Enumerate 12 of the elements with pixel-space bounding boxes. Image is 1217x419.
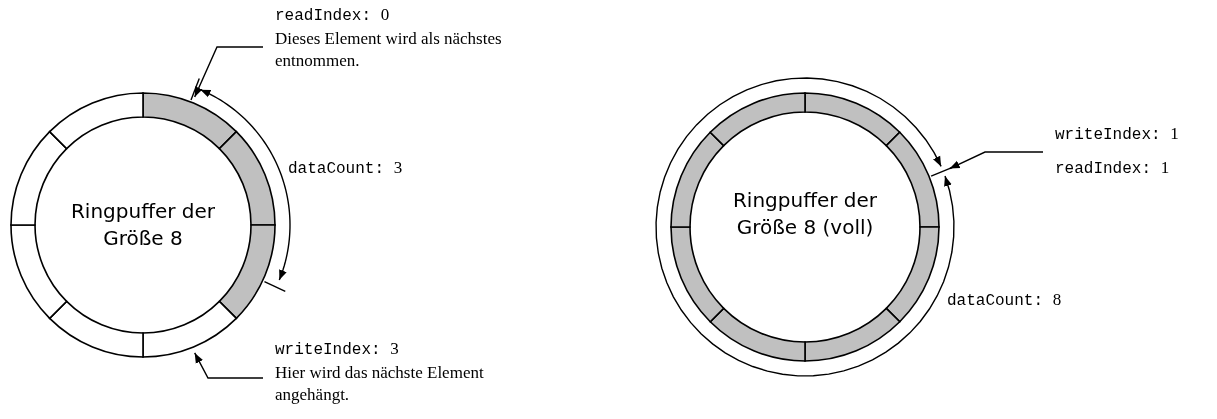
index-label: writeIndex: 3 (275, 338, 400, 361)
buffer-label: Ringpuffer der Größe 8 (voll) (731, 186, 879, 241)
leader-line (194, 352, 264, 379)
index-label: readIndex: 1 (1055, 158, 1170, 178)
note-text: Dieses Element wird als nächstes entnommen. (275, 27, 503, 72)
note-text: Hier wird das nächste Element angehängt. (275, 361, 485, 406)
index-label: dataCount: 3 (288, 158, 403, 178)
leader-line (194, 46, 264, 98)
buffer-label: Ringpuffer der Größe 8 (69, 198, 217, 252)
index-label: dataCount: 8 (947, 290, 1062, 310)
index-label: writeIndex: 1 (1055, 123, 1180, 146)
index-label: readIndex: 0 (275, 4, 391, 27)
